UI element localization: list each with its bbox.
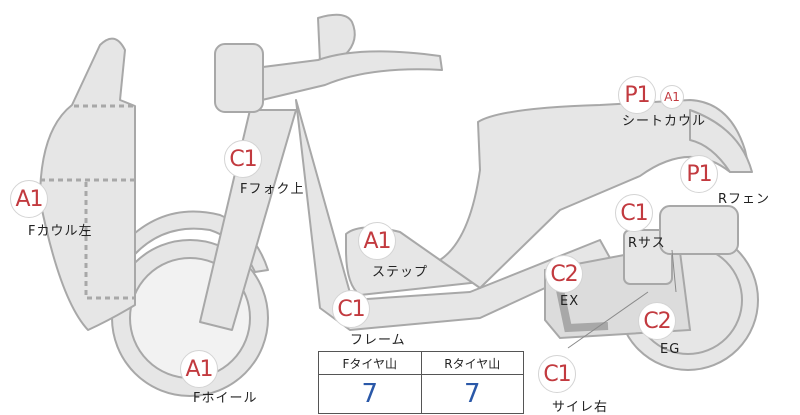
rear-tread-header: Rタイヤ山: [420, 351, 524, 375]
code-badge-seat-cowl-secondary: A1: [660, 85, 684, 109]
label-seat-cowl: シートカウル: [622, 114, 707, 129]
rear-tread-value: 7: [420, 374, 524, 414]
code-badge-exhaust: C2: [545, 255, 583, 293]
label-f-fork-upper: Fフォク上: [240, 182, 305, 197]
front-tread-header: Fタイヤ山: [318, 351, 422, 375]
code-badge-step: A1: [358, 222, 396, 260]
code-badge-engine: C2: [638, 302, 676, 340]
label-frame: フレーム: [350, 333, 406, 348]
exhaust-pipe: [556, 289, 609, 333]
label-r-suspension: Rサス: [628, 236, 666, 251]
rear-fender-shape: [689, 109, 753, 173]
tire-tread-table: Fタイヤ山 Rタイヤ山 7 7: [318, 351, 524, 414]
front-fork: [199, 109, 297, 331]
label-step: ステップ: [372, 265, 429, 280]
code-badge-frame: C1: [332, 290, 370, 328]
code-badge-f-wheel: A1: [180, 350, 218, 388]
label-exhaust: EX: [560, 294, 580, 309]
headset: [214, 43, 264, 113]
label-muffler-right: サイレ右: [552, 400, 609, 415]
code-badge-f-cowl-left: A1: [10, 180, 48, 218]
label-f-wheel: Fホイール: [193, 391, 258, 406]
code-badge-muffler-right: C1: [538, 355, 576, 393]
label-f-cowl-left: Fカウル左: [28, 224, 93, 239]
front-tread-value: 7: [318, 374, 422, 414]
label-engine: EG: [660, 342, 681, 357]
code-badge-r-suspension: C1: [615, 194, 653, 232]
code-badge-seat-cowl: P1: [618, 76, 656, 114]
code-badge-f-fork-upper: C1: [224, 140, 262, 178]
label-r-fender: Rフェン: [718, 192, 771, 207]
code-badge-r-fender: P1: [680, 155, 718, 193]
handlebar: [254, 50, 443, 101]
